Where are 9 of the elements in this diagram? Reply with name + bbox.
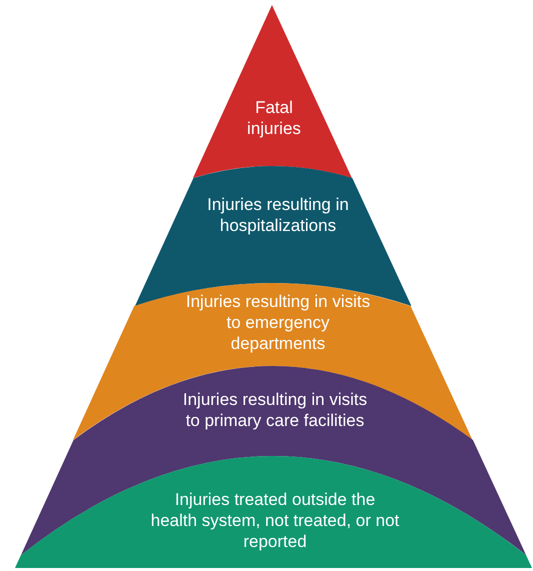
band-label: Injuries resulting in visits to emergency departments (184, 290, 372, 354)
band-label: Injuries resulting in visits to primary care facilities (182, 389, 368, 431)
pyramid-band (20, 366, 526, 555)
pyramid-band (193, 5, 352, 178)
band-label: Injuries resulting in hospitalizations (206, 194, 350, 236)
pyramid-band (15, 456, 532, 568)
band-label: Fatal injuries (246, 97, 302, 139)
pyramid-band (73, 283, 473, 440)
band-label: Injuries treated outside the health system, not treated, or not reported (150, 488, 400, 552)
